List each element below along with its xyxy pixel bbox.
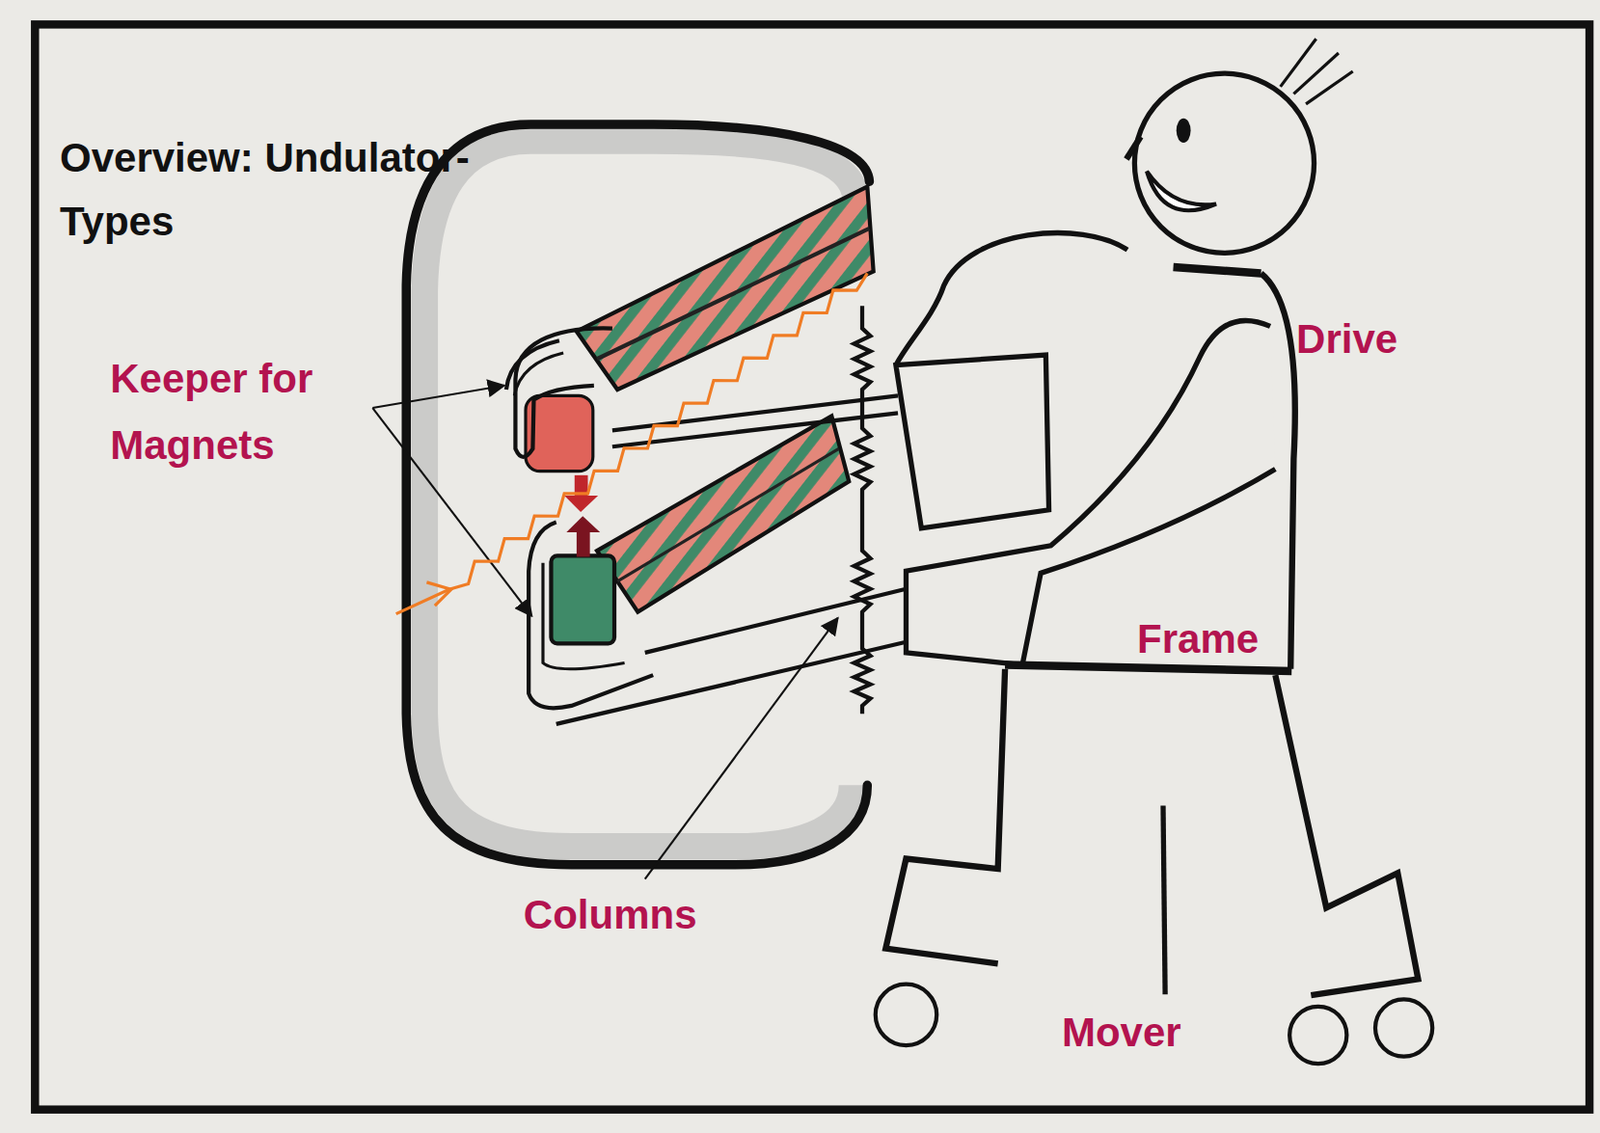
inner-leg [1163, 806, 1166, 996]
right-leg [1274, 675, 1418, 996]
column-springs [854, 305, 871, 714]
wheel [1375, 999, 1433, 1057]
electron-beam [396, 272, 868, 614]
leader-line [372, 385, 504, 408]
lower-magnet-block [550, 555, 615, 644]
eye [1176, 118, 1192, 143]
part-label: Drive [1296, 316, 1398, 363]
part-label: Keeper for Magnets [109, 345, 361, 479]
smile [1146, 171, 1217, 212]
shirt-hem [1004, 665, 1292, 672]
wheel [1289, 1006, 1347, 1064]
page-border [34, 24, 1590, 1110]
lower-keeper-inner [542, 563, 625, 670]
neck [1173, 267, 1262, 273]
wheel [875, 984, 937, 1046]
upper-keeper [515, 327, 612, 457]
hair [1305, 71, 1354, 105]
force-arrow-head [566, 515, 600, 533]
upper-magnet-array [576, 187, 874, 390]
part-label: Columns [523, 892, 698, 939]
diagram-title: Overview: Undulator-Types [59, 126, 475, 254]
upper-magnet-block [525, 395, 594, 471]
force-arrow-head [564, 495, 598, 513]
keeper-finger [514, 352, 564, 396]
shoulder [895, 233, 1128, 366]
lower-arm [645, 589, 905, 653]
part-label: Mover [1061, 1009, 1182, 1057]
force-arrow-shaft [576, 530, 591, 557]
leader-line [372, 407, 532, 617]
part-label: Frame [1137, 616, 1259, 663]
upper-array-midline [596, 228, 869, 359]
head [1134, 73, 1314, 253]
generated-lines [396, 272, 871, 714]
leader-line [645, 618, 839, 880]
left-leg [885, 669, 1005, 965]
eyebrow [1126, 136, 1141, 160]
lower-keeper [528, 521, 653, 708]
lower-array-midline [617, 448, 840, 581]
lower-arm [556, 642, 905, 725]
lower-sleeve [905, 320, 1275, 665]
upper-sleeve [895, 354, 1050, 529]
